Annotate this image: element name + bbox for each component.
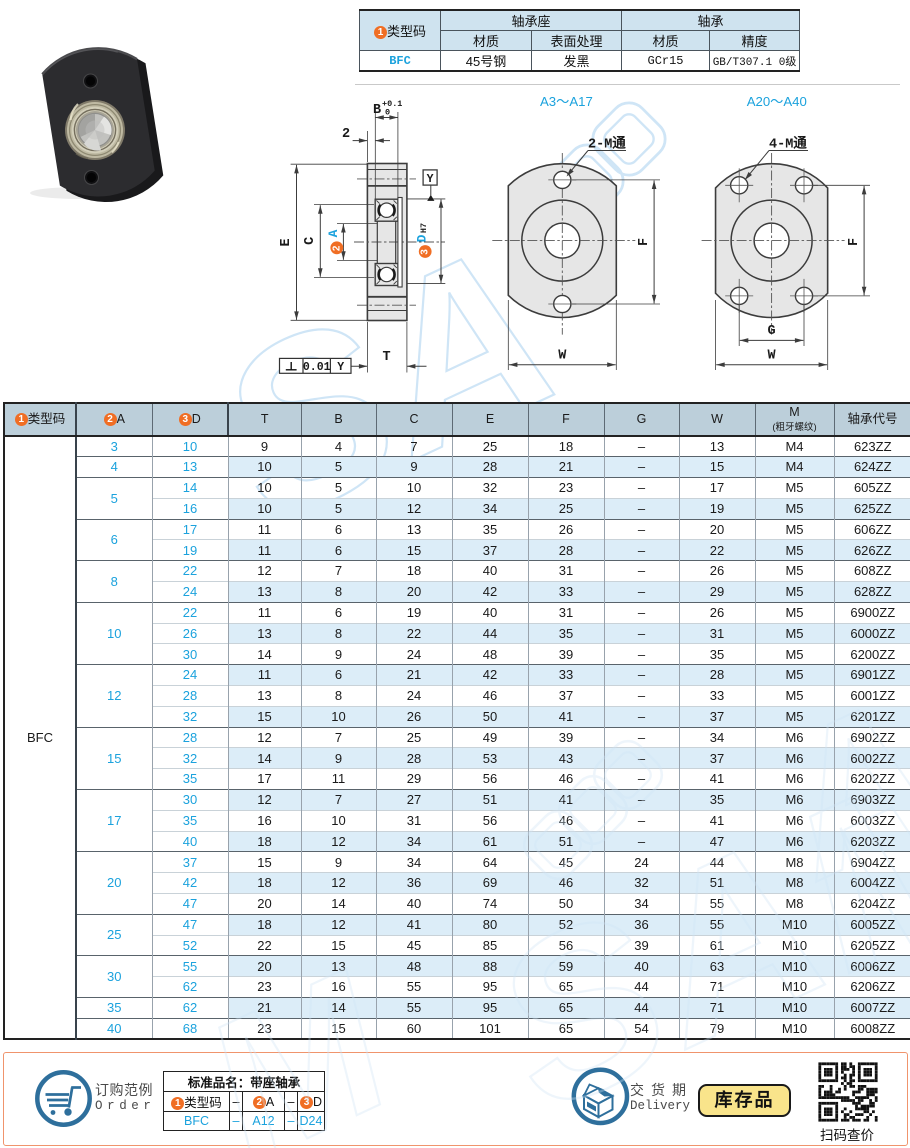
svg-text:2: 2 [331,245,342,251]
svg-text:0.01: 0.01 [303,361,331,374]
svg-text:+0.1: +0.1 [382,99,402,109]
svg-text:T: T [383,350,391,365]
svg-text:4-M通: 4-M通 [769,136,807,153]
svg-text:2-M通: 2-M通 [588,136,626,153]
svg-text:A20～A40: A20～A40 [747,94,807,109]
svg-text:W: W [768,349,777,364]
svg-text:Y: Y [427,173,434,186]
svg-text:D: D [415,234,430,242]
svg-text:A: A [326,229,341,237]
svg-text:Y: Y [337,361,344,374]
svg-text:H7: H7 [419,223,429,233]
svg-text:M: M [174,930,423,1148]
svg-text:3: 3 [420,249,431,255]
svg-text:C: C [303,237,318,245]
svg-text:B: B [373,103,381,118]
svg-text:0: 0 [385,108,390,118]
svg-text:W: W [558,349,567,364]
svg-text:F: F [637,238,652,246]
svg-text:2: 2 [342,127,350,142]
svg-text:E: E [279,238,294,246]
svg-text:G: G [768,324,776,339]
svg-text:F: F [847,238,862,246]
svg-text:A3～A17: A3～A17 [540,94,593,109]
